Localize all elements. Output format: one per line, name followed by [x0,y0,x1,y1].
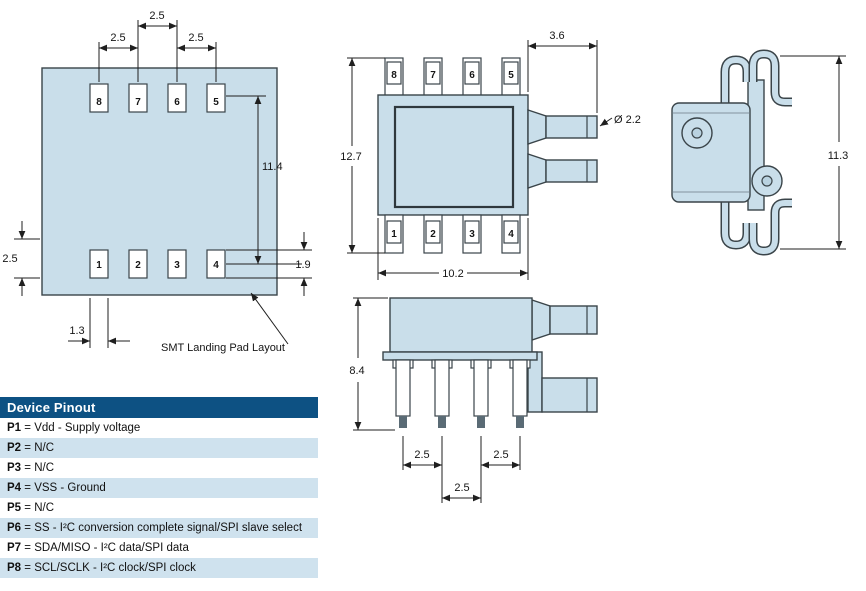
pin-number: 2 [430,229,436,240]
dim-label: Ø 2.2 [614,114,641,126]
equals-sign: = [24,542,31,554]
dim-label: 2.5 [188,32,203,44]
pin-desc: N/C [34,502,55,514]
profile-body [382,297,598,413]
front-view-body [377,94,598,216]
pad-3 [167,249,187,279]
dim-label: 1.3 [69,325,84,337]
dim-label: 3.6 [549,30,564,42]
pin-number: 4 [508,229,514,240]
pad-8 [89,83,109,113]
equals-sign: = [24,562,31,574]
pin-desc: SS - I²C conversion complete signal/SPI … [34,522,303,534]
dim-label: 2.5 [2,253,17,265]
pinout-row-p2: P2 = N/C [0,438,318,458]
pressure-port-bottom [545,159,598,183]
pinout-row-p6: P6 = SS - I²C conversion complete signal… [0,518,318,538]
profile-pins [392,359,531,428]
profile-view-drawing: 8.4 2.5 2.5 2.5 [349,297,598,503]
pin-label: P7 [7,542,22,554]
pad-5 [206,83,226,113]
pin-label: P3 [7,462,22,474]
pin-label: P5 [7,502,22,514]
dim-label: 11.3 [828,150,849,162]
dim-label: 2.5 [454,482,469,494]
front-view-drawing: 8 7 6 5 1 2 3 4 [340,30,641,280]
pad-7 [128,83,148,113]
pin-label: P4 [7,482,22,494]
dim-label: 1.9 [295,259,310,271]
pinout-row-p5: P5 = N/C [0,498,318,518]
pin-number: 7 [430,70,436,81]
front-view-bottom-pins: 1 2 3 4 [384,214,521,254]
pin-desc: SDA/MISO - I²C data/SPI data [34,542,189,554]
side-view-dimensions: 11.3 [780,55,849,250]
pin-desc: SCL/SCLK - I²C clock/SPI clock [34,562,196,574]
pin-number: 8 [391,70,397,81]
equals-sign: = [24,462,31,474]
pad-1 [89,249,109,279]
front-view-top-pins: 8 7 6 5 [384,57,521,97]
dim-label: 2.5 [110,32,125,44]
pin-desc: VSS - Ground [34,482,106,494]
dim-label: 2.5 [149,10,164,22]
pin-desc: N/C [34,462,55,474]
pinout-row-p7: P7 = SDA/MISO - I²C data/SPI data [0,538,318,558]
pressure-port-bottom [541,377,598,413]
pinout-row-p3: P3 = N/C [0,458,318,478]
equals-sign: = [24,482,31,494]
pin-desc: N/C [34,442,55,454]
equals-sign: = [24,442,31,454]
equals-sign: = [24,522,31,534]
pin-number: 1 [391,229,397,240]
dim-label: 8.4 [349,365,364,377]
pinout-row-p4: P4 = VSS - Ground [0,478,318,498]
pad-number: 5 [213,97,219,108]
dim-label: 2.5 [414,449,429,461]
dim-label: 10.2 [442,268,463,280]
dim-label: 12.7 [340,151,361,163]
pressure-port-top [549,305,598,335]
mounting-clip [720,49,792,256]
pad-number: 2 [135,260,141,271]
side-view-drawing: 11.3 [671,49,849,256]
pinout-row-p1: P1 = Vdd - Supply voltage [0,418,318,438]
pressure-port-top [545,115,598,139]
pin-label: P2 [7,442,22,454]
pad-4 [206,249,226,279]
dim-label: 11.4 [262,161,283,173]
sensor-die-area [393,105,515,209]
pad-number: 7 [135,97,141,108]
pad-2 [128,249,148,279]
dim-label: 2.5 [493,449,508,461]
equals-sign: = [24,502,31,514]
landing-pad-caption: SMT Landing Pad Layout [161,342,285,354]
landing-pad-footprint: 8 7 6 5 1 2 3 4 [41,67,278,296]
pad-number: 3 [174,260,180,271]
side-view-body [671,102,783,203]
front-view-dimensions: 12.7 3.6 Ø 2.2 10.2 [340,30,641,280]
pin-desc: Vdd - Supply voltage [34,422,141,434]
pin-label: P6 [7,522,22,534]
pad-6 [167,83,187,113]
pin-label: P1 [7,422,22,434]
pinout-row-p8: P8 = SCL/SCLK - I²C clock/SPI clock [0,558,318,578]
pad-number: 4 [213,260,219,271]
equals-sign: = [24,422,31,434]
pin-number: 3 [469,229,475,240]
profile-view-dimensions: 8.4 2.5 2.5 2.5 [349,297,521,503]
pad-number: 6 [174,97,180,108]
pad-number: 8 [96,97,102,108]
pinout-title: Device Pinout [0,397,318,418]
landing-pad-dimensions: 2.5 2.5 2.5 11.4 2.5 1.9 [2,10,312,354]
pin-label: P8 [7,562,22,574]
pad-number: 1 [96,260,102,271]
pin-number: 5 [508,70,514,81]
pinout-table: Device Pinout P1 = Vdd - Supply voltage … [0,397,318,578]
landing-pad-drawing: 8 7 6 5 1 2 3 4 2.5 2.5 2.5 [2,10,312,354]
pin-number: 6 [469,70,475,81]
